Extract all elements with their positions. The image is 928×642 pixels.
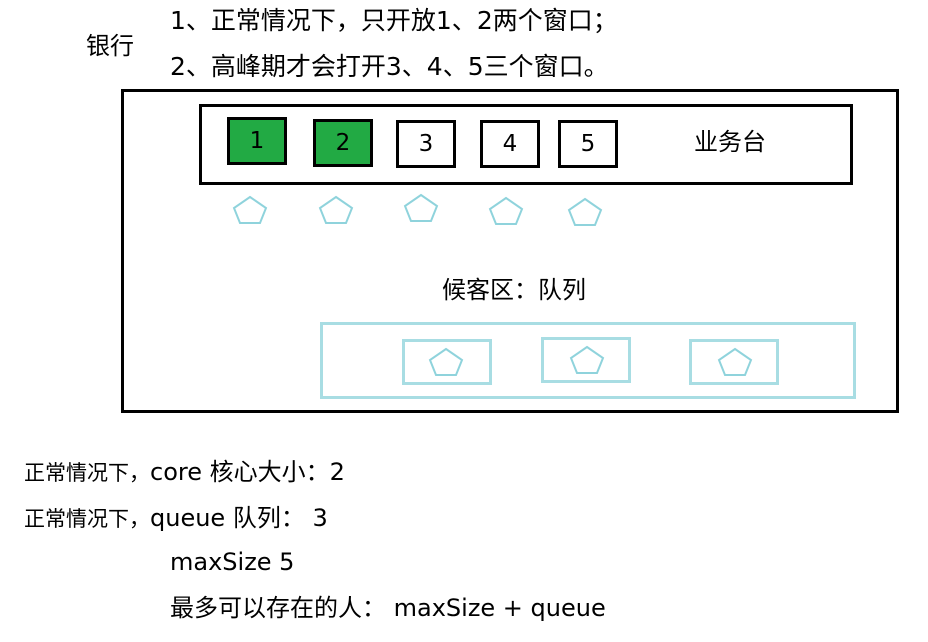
person-icon [403, 193, 439, 222]
window-label: 3 [418, 131, 434, 157]
queue-slot [402, 339, 492, 385]
note-prefix: 正常情况下， [24, 461, 150, 485]
queue-size-note: 正常情况下，queue 队列： 3 [24, 506, 328, 530]
queue-slot [541, 337, 631, 383]
person-icon [569, 345, 605, 374]
core-size-note: 正常情况下，core 核心大小：2 [24, 460, 345, 484]
window-2: 2 [313, 119, 373, 167]
window-1: 1 [227, 117, 287, 165]
person-icon [567, 197, 603, 226]
note-prefix: 正常情况下， [24, 507, 150, 531]
max-size-note: maxSize 5 [170, 548, 295, 576]
window-3: 3 [396, 120, 456, 168]
person-icon [717, 347, 753, 376]
queue-size-text: queue 队列： 3 [150, 504, 328, 532]
window-label: 1 [249, 128, 265, 154]
window-5: 5 [558, 120, 618, 168]
queue-slot [689, 339, 779, 385]
core-size-text: core 核心大小：2 [150, 458, 345, 486]
window-4: 4 [480, 120, 540, 168]
rule-peak: 2、高峰期才会打开3、4、5三个窗口。 [170, 52, 609, 81]
queue-box [320, 322, 856, 399]
bank-title: 银行 [86, 32, 134, 60]
window-label: 2 [335, 130, 351, 156]
max-total-note: 最多可以存在的人： maxSize + queue [170, 594, 606, 622]
window-label: 5 [580, 131, 596, 157]
person-icon [232, 195, 268, 224]
bank-box [121, 89, 899, 413]
waiting-area-label: 候客区：队列 [442, 276, 586, 304]
counter-label: 业务台 [694, 128, 766, 156]
service-counter-box [199, 104, 853, 185]
person-icon [428, 347, 464, 376]
person-icon [318, 195, 354, 224]
rule-normal: 1、正常情况下，只开放1、2两个窗口； [170, 6, 618, 35]
person-icon [488, 196, 524, 225]
window-label: 4 [502, 131, 518, 157]
